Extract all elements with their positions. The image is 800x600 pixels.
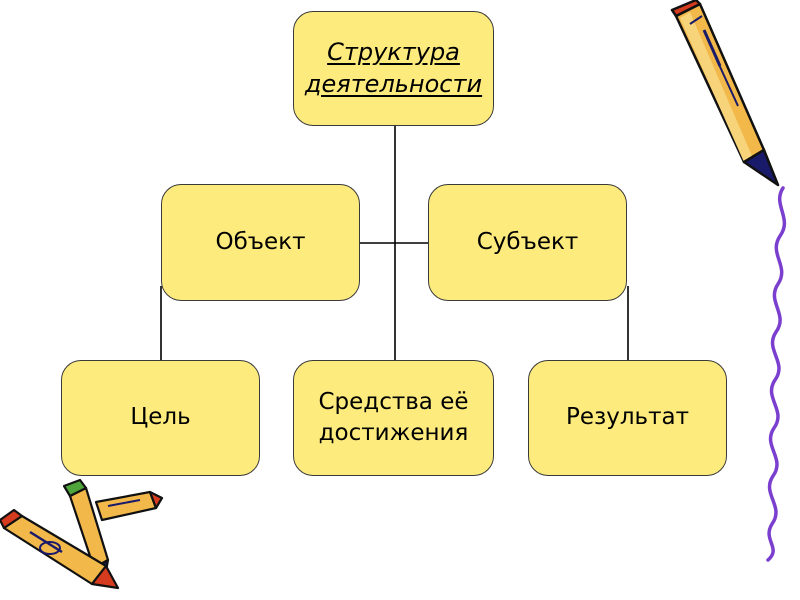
object-box: Объект bbox=[161, 184, 360, 301]
means-box: Средства её достижения bbox=[293, 360, 494, 476]
result-box: Результат bbox=[528, 360, 727, 476]
title-box: Структура деятельности bbox=[293, 11, 494, 126]
subject-box: Субъект bbox=[428, 184, 627, 301]
result-label: Результат bbox=[565, 404, 689, 431]
means-label: Средства её достижения bbox=[318, 388, 469, 446]
subject-label: Субъект bbox=[476, 228, 579, 255]
goal-box: Цель bbox=[61, 360, 260, 476]
title-label: Структура деятельности bbox=[304, 38, 483, 98]
object-label: Объект bbox=[215, 228, 306, 255]
goal-label: Цель bbox=[130, 404, 191, 431]
